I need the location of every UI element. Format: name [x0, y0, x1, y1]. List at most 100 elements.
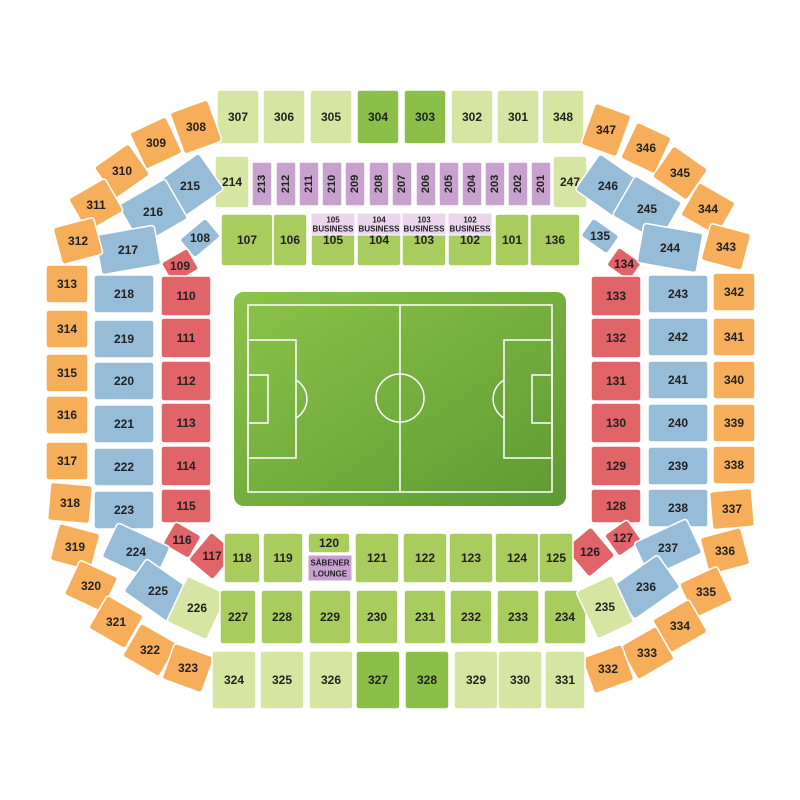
section-121[interactable]: 121	[354, 532, 400, 584]
section-236[interactable]: 236	[612, 554, 681, 620]
section-229-shape[interactable]	[308, 589, 352, 645]
section-328-shape[interactable]	[404, 650, 450, 710]
section-209[interactable]: 209	[344, 161, 366, 207]
section-226-shape[interactable]	[166, 576, 228, 640]
section-302-shape[interactable]	[450, 89, 494, 145]
section-323[interactable]: 323	[161, 643, 215, 693]
section-316-shape[interactable]	[45, 395, 89, 435]
section-339[interactable]: 339	[712, 403, 756, 443]
section-210-shape[interactable]	[321, 161, 343, 207]
section-127[interactable]: 127	[604, 519, 642, 557]
section-234[interactable]: 234	[543, 589, 587, 645]
section-126[interactable]: 126	[565, 526, 615, 578]
section-128[interactable]: 128	[590, 488, 642, 524]
section-346-shape[interactable]	[620, 122, 672, 174]
section-306-shape[interactable]	[262, 89, 306, 145]
section-222[interactable]: 222	[93, 447, 155, 487]
section-136[interactable]: 136	[529, 213, 581, 267]
section-242[interactable]: 242	[647, 317, 709, 357]
section-118-shape[interactable]	[223, 532, 261, 584]
section-325-shape[interactable]	[259, 650, 305, 710]
section-340-shape[interactable]	[712, 360, 756, 400]
section-206-shape[interactable]	[415, 161, 437, 207]
section-119[interactable]: 119	[262, 532, 304, 584]
business-box-103-shape[interactable]	[401, 212, 447, 236]
section-312-shape[interactable]	[52, 217, 104, 265]
section-324-shape[interactable]	[211, 650, 257, 710]
section-339-shape[interactable]	[712, 403, 756, 443]
section-325[interactable]: 325	[259, 650, 305, 710]
section-346[interactable]: 346	[620, 122, 672, 174]
section-344[interactable]: 344	[680, 182, 736, 236]
section-245-shape[interactable]	[612, 175, 682, 243]
section-230-shape[interactable]	[355, 589, 399, 645]
section-315[interactable]: 315	[45, 353, 89, 393]
section-127-shape[interactable]	[604, 519, 642, 557]
section-129-shape[interactable]	[590, 445, 642, 487]
section-114[interactable]: 114	[160, 445, 212, 487]
section-336-shape[interactable]	[699, 527, 751, 575]
section-301-shape[interactable]	[496, 89, 540, 145]
section-347[interactable]: 347	[580, 102, 632, 158]
section-115-shape[interactable]	[160, 488, 212, 524]
section-220[interactable]: 220	[93, 361, 155, 401]
section-213-shape[interactable]	[251, 161, 273, 207]
section-230[interactable]: 230	[355, 589, 399, 645]
section-214[interactable]: 214	[214, 155, 250, 209]
section-111[interactable]: 111	[160, 317, 212, 359]
section-309-shape[interactable]	[129, 116, 183, 170]
section-243[interactable]: 243	[647, 274, 709, 314]
section-232-shape[interactable]	[449, 589, 493, 645]
section-318-shape[interactable]	[46, 481, 94, 525]
section-308-shape[interactable]	[169, 99, 223, 155]
section-341[interactable]: 341	[712, 317, 756, 357]
section-125[interactable]: 125	[538, 532, 574, 584]
section-113[interactable]: 113	[160, 402, 212, 444]
section-130[interactable]: 130	[590, 402, 642, 444]
section-234-shape[interactable]	[543, 589, 587, 645]
section-203[interactable]: 203	[484, 161, 506, 207]
section-107[interactable]: 107	[220, 213, 274, 267]
section-229[interactable]: 229	[308, 589, 352, 645]
section-111-shape[interactable]	[160, 317, 212, 359]
section-110-shape[interactable]	[160, 275, 212, 317]
section-120[interactable]: 120	[307, 532, 351, 554]
section-317-shape[interactable]	[45, 441, 89, 481]
section-303[interactable]: 303	[403, 89, 447, 145]
section-304-shape[interactable]	[356, 89, 400, 145]
section-208[interactable]: 208	[368, 161, 390, 207]
section-204[interactable]: 204	[461, 161, 483, 207]
section-313[interactable]: 313	[45, 264, 89, 304]
section-245[interactable]: 245	[612, 175, 682, 243]
section-331-shape[interactable]	[544, 650, 586, 710]
section-118[interactable]: 118	[223, 532, 261, 584]
section-134-shape[interactable]	[606, 247, 642, 281]
business-box-102-shape[interactable]	[447, 212, 493, 236]
section-228[interactable]: 228	[260, 589, 304, 645]
section-315-shape[interactable]	[45, 353, 89, 393]
section-205[interactable]: 205	[438, 161, 460, 207]
section-329[interactable]: 329	[453, 650, 499, 710]
section-326-shape[interactable]	[308, 650, 354, 710]
section-302[interactable]: 302	[450, 89, 494, 145]
section-123[interactable]: 123	[448, 532, 494, 584]
section-233-shape[interactable]	[496, 589, 540, 645]
section-235-shape[interactable]	[576, 575, 634, 639]
section-133[interactable]: 133	[590, 275, 642, 317]
section-207[interactable]: 207	[391, 161, 413, 207]
section-136-shape[interactable]	[529, 213, 581, 267]
section-209-shape[interactable]	[344, 161, 366, 207]
section-207-shape[interactable]	[391, 161, 413, 207]
section-221-shape[interactable]	[93, 404, 155, 444]
section-336[interactable]: 336	[699, 527, 751, 575]
section-212-shape[interactable]	[275, 161, 297, 207]
section-132-shape[interactable]	[590, 317, 642, 359]
section-109[interactable]: 109	[161, 248, 199, 284]
section-131[interactable]: 131	[590, 360, 642, 402]
section-327[interactable]: 327	[355, 650, 401, 710]
section-115[interactable]: 115	[160, 488, 212, 524]
section-303-shape[interactable]	[403, 89, 447, 145]
